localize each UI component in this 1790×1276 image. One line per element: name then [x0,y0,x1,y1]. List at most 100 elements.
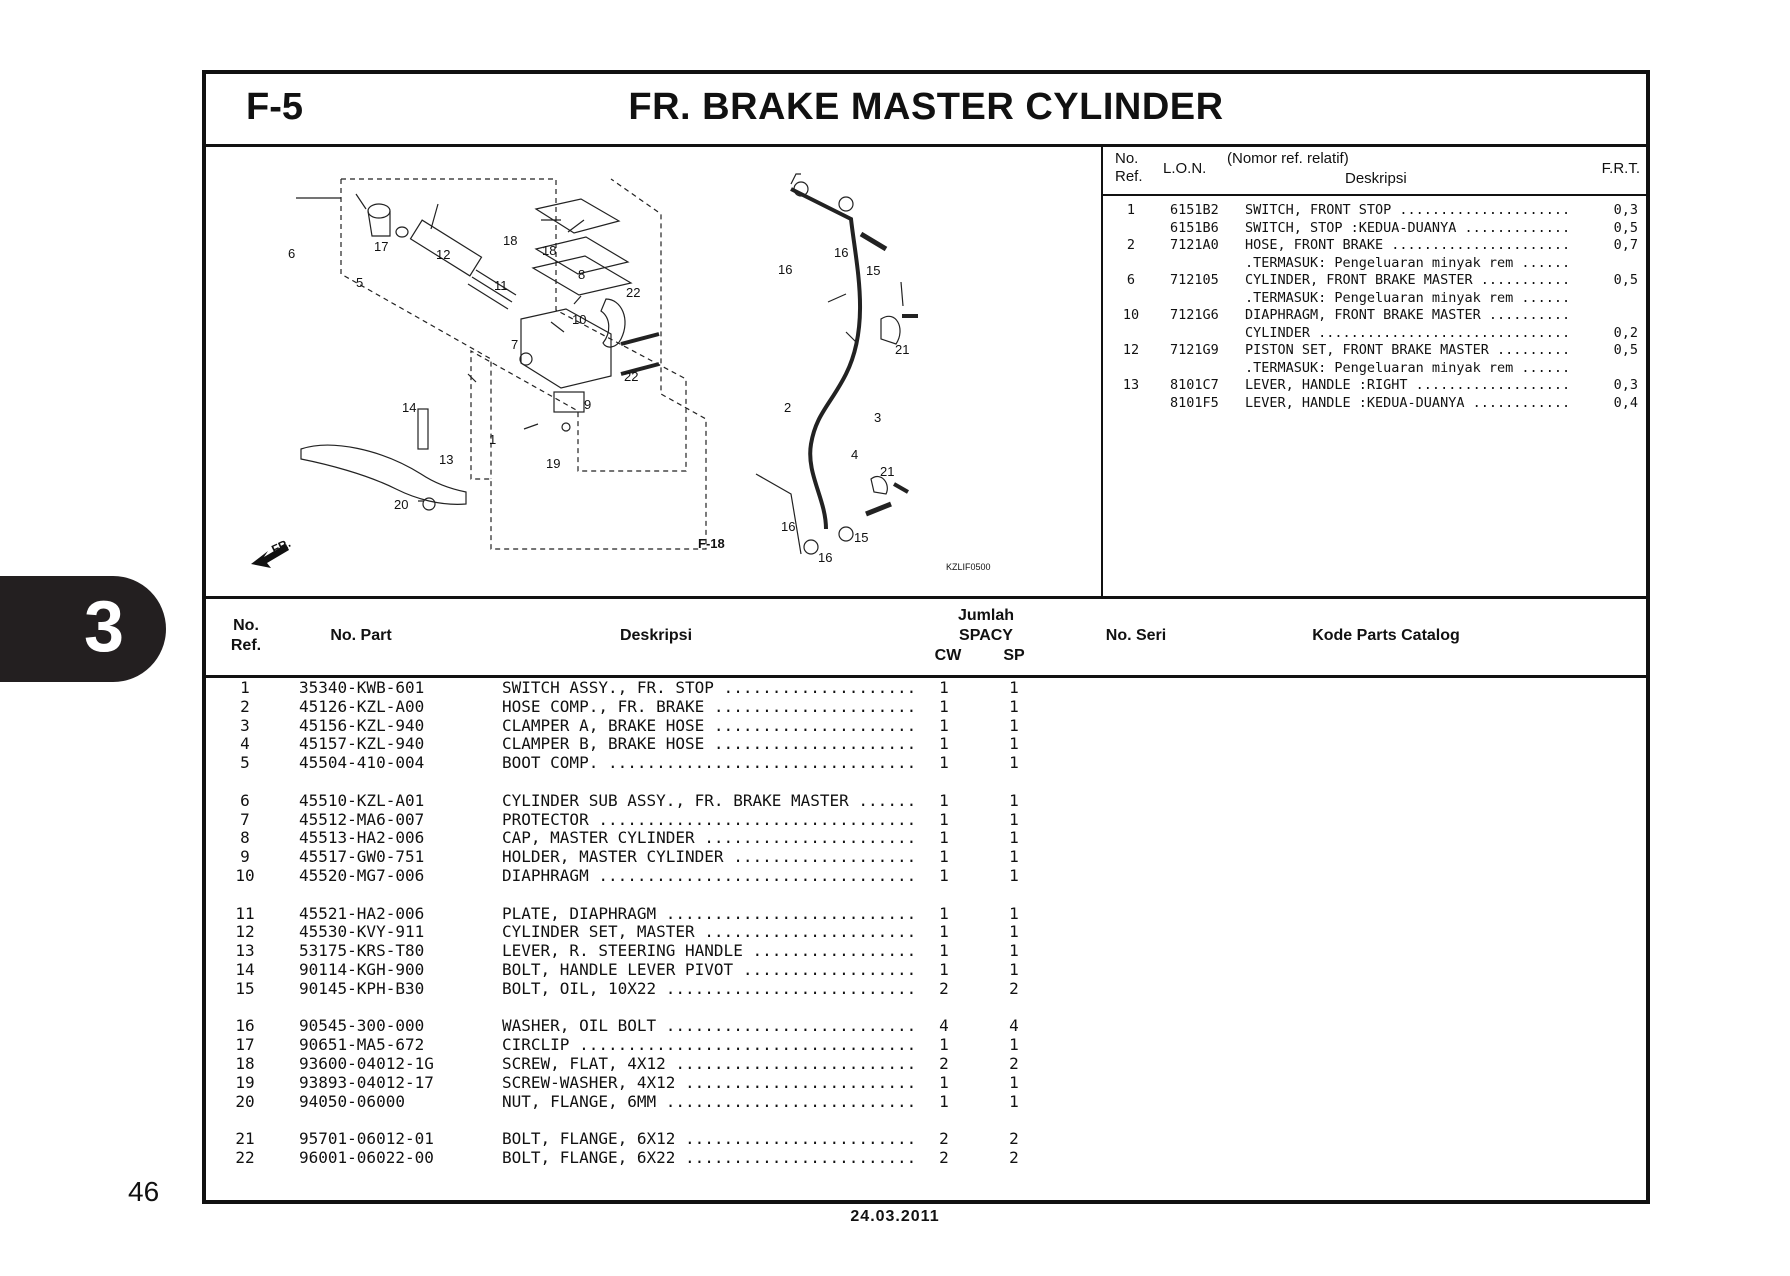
page-number: 46 [128,1176,160,1207]
qty-sp-cell: 1 [1009,734,1019,754]
part-number-cell: 90651-MA5-672 [299,1035,425,1055]
description-cell: BOLT, FLANGE, 6X22 .....................… [502,1147,916,1167]
frt-row: 2 7121A0 HOSE, FRONT BRAKE ...............… [1103,237,1646,255]
spring-part [467,269,517,310]
washer-16-bottom-b [838,526,854,542]
header-kode-parts-catalog: Kode Parts Catalog [1312,627,1460,644]
ref-cell: 11 [235,903,255,923]
part-number-cell: 96001-06022-00 [299,1147,434,1167]
frt-row: .TERMASUK: Pengeluaran minyak rem ......… [1103,290,1646,308]
ref-cell: 20 [235,1091,255,1111]
frt-lon: 6151B6 [1170,219,1219,236]
nut-part [422,497,436,511]
catalog-page-frame: F-5 FR. BRAKE MASTER CYLINDER [202,70,1650,1204]
qty-cw-cell: 1 [939,678,949,697]
description-cell: BOLT, FLANGE, 6X12 .....................… [502,1129,916,1149]
qty-cw-cell: 1 [939,903,949,923]
frt-lon: 7121G6 [1170,307,1219,323]
callout-14: 14 [402,400,416,415]
clamper-a [880,315,901,345]
qty-cw-cell: 2 [939,1053,949,1073]
frt-desc: CYLINDER ...............................… [1245,324,1569,341]
clamper-b [870,475,888,495]
qty-cw-cell: 1 [939,809,949,829]
qty-cw-cell: 4 [939,1016,949,1036]
ref-cell: 5 [240,753,250,773]
callout-2: 2 [784,400,791,415]
header-jumlah: Jumlah [957,607,1014,624]
qty-sp-cell: 1 [1009,1072,1019,1092]
callout-5: 5 [356,275,363,290]
header-cw: CW [934,647,962,664]
frt-value: 0,5 [1613,272,1638,288]
callout-3: 3 [874,410,881,425]
ref-cell: 12 [235,922,255,942]
part-number-cell: 45530-KVY-911 [299,922,425,942]
piston-part [409,219,483,277]
part-number-cell: 94050-06000 [299,1091,405,1111]
group-spacer [206,772,1646,791]
qty-cw-cell: 1 [939,734,949,754]
qty-sp-cell: 2 [1009,1053,1019,1073]
header-no-seri: No. Seri [1105,627,1167,644]
part-number-cell: 45520-MG7-006 [299,865,425,885]
part-number-cell: 90114-KGH-900 [299,959,425,979]
ref-cell: 17 [235,1035,255,1055]
description-cell: CLAMPER B, BRAKE HOSE ..................… [502,734,916,754]
frt-desc: .TERMASUK: Pengeluaran minyak rem ......… [1245,359,1569,376]
part-number-cell: 45517-GW0-751 [299,847,425,867]
frt-ref: 2 [1126,237,1136,253]
frt-desc: HOSE, FRONT BRAKE ......................… [1245,237,1569,253]
description-cell: DIAPHRAGM ..............................… [502,865,916,885]
frt-value: 0,4 [1613,394,1638,411]
ref-cell: 18 [235,1053,255,1073]
frt-desc: SWITCH, FRONT STOP .....................… [1245,202,1569,218]
qty-cw-cell: 1 [939,1091,949,1111]
qty-sp-cell: 1 [1009,696,1019,716]
callout-13: 13 [439,452,453,467]
ref-cell: 6 [240,790,250,810]
frt-desc: CYLINDER, FRONT BRAKE MASTER ...........… [1245,272,1569,288]
part-number-cell: 45510-KZL-A01 [299,790,425,810]
qty-cw-cell: 1 [939,1035,949,1055]
catalog-date: 24.03.2011 [850,1208,940,1225]
frt-desc: SWITCH, STOP :KEDUA-DUANYA .............… [1245,219,1569,236]
callout-20: 20 [394,497,408,512]
qty-sp-cell: 1 [1009,903,1019,923]
group-spacer [206,998,1646,1017]
qty-sp-cell: 1 [1009,1091,1019,1111]
header-spacy: SPACY [959,627,1013,644]
bolt-22-parts [620,332,660,376]
switch-part [553,391,585,413]
frt-header-frt: F.R.T. [1601,160,1640,177]
part-number-cell: 90545-300-000 [299,1016,425,1036]
master-cylinder-body [520,308,612,389]
frt-lon: 7121A0 [1170,237,1219,253]
header-ref: Ref. [230,637,262,654]
chapter-number: 3 [84,587,125,667]
callout-6: 6 [288,246,295,261]
description-cell: CYLINDER SUB ASSY., FR. BRAKE MASTER ...… [502,790,916,810]
bolt-21-parts [893,314,918,494]
frt-desc: .TERMASUK: Pengeluaran minyak rem ......… [1245,254,1569,271]
callout-10: 10 [572,312,586,327]
frt-desc: .TERMASUK: Pengeluaran minyak rem ......… [1245,289,1569,306]
frt-row: CYLINDER ...............................… [1103,325,1646,343]
ref-cell: 16 [235,1016,255,1036]
frt-lon: 8101F5 [1170,394,1219,411]
part-number-cell: 35340-KWB-601 [299,678,425,697]
hose-top-leader [790,173,801,185]
frt-lon: 712105 [1170,272,1219,288]
callout-16a: 16 [778,262,792,277]
ref-cell: 7 [240,809,250,829]
